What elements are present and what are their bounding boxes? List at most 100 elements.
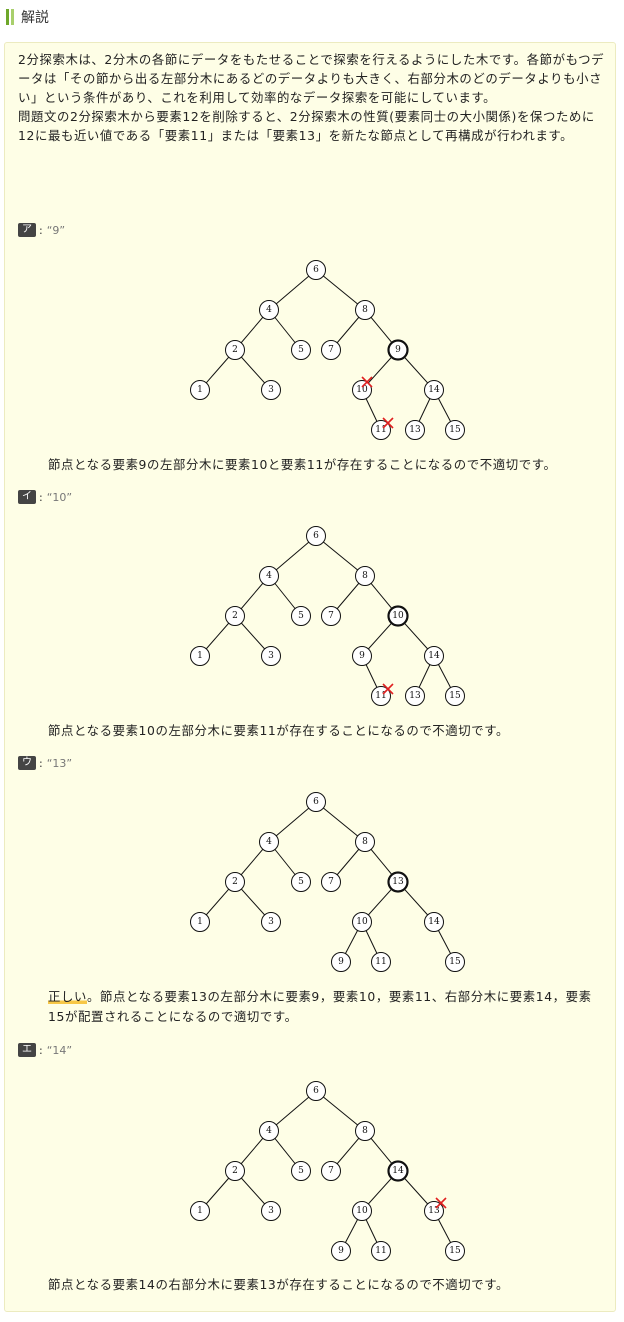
explanation-panel <box>4 42 616 1312</box>
tree-node: 8 <box>355 566 375 586</box>
choice-colon: : <box>39 223 43 237</box>
intro-paragraph: 問題文の2分探索木から要素12を削除すると、2分探索木の性質(要素同士の大小関係… <box>18 109 595 143</box>
tree-node: 5 <box>291 872 311 892</box>
svg-text:6: 6 <box>313 265 319 275</box>
svg-text:4: 4 <box>266 837 272 847</box>
tree-diagram-a: 6 4 8 2 5 7 9 1 3 10 14 11 13 15 <box>190 260 465 440</box>
svg-text:6: 6 <box>313 797 319 807</box>
svg-text:9: 9 <box>395 345 401 355</box>
svg-text:3: 3 <box>268 917 274 927</box>
choice-caption-i: 節点となる要素10の左部分木に要素11が存在することになるので不適切です。 <box>48 721 608 741</box>
cross-mark-icon <box>435 1197 447 1209</box>
tree-node: 1 <box>190 1201 210 1221</box>
tree-node: 3 <box>261 380 281 400</box>
section-header: 解説 <box>6 6 49 28</box>
tree-node: 5 <box>291 340 311 360</box>
choice-badge: イ <box>18 490 36 504</box>
svg-text:14: 14 <box>428 917 440 927</box>
svg-text:2: 2 <box>232 877 238 887</box>
svg-text:7: 7 <box>328 1166 334 1176</box>
tree-node: 14 <box>424 646 444 666</box>
svg-text:14: 14 <box>428 385 440 395</box>
tree-node: 6 <box>306 792 326 812</box>
svg-text:3: 3 <box>268 651 274 661</box>
caption-highlight: 正しい <box>48 989 87 1004</box>
svg-text:8: 8 <box>362 837 368 847</box>
tree-node: 15 <box>445 420 465 440</box>
choice-value: “13” <box>46 756 73 770</box>
svg-text:10: 10 <box>356 385 368 395</box>
caption-text: 節点となる要素10の左部分木に要素11が存在することになるので不適切です。 <box>48 723 510 738</box>
svg-text:1: 1 <box>197 1206 203 1216</box>
svg-text:14: 14 <box>392 1166 404 1176</box>
choice-value: “14” <box>46 1043 73 1057</box>
intro-text: 2分探索木は、2分木の各節にデータをもたせることで探索を行えるようにした木です。… <box>18 50 610 145</box>
svg-text:2: 2 <box>232 345 238 355</box>
tree-node: 7 <box>321 606 341 626</box>
svg-text:1: 1 <box>197 651 203 661</box>
tree-node: 6 <box>306 260 326 280</box>
tree-node: 10 <box>352 912 372 932</box>
tree-node: 3 <box>261 1201 281 1221</box>
svg-text:13: 13 <box>392 877 404 887</box>
tree-node: 3 <box>261 912 281 932</box>
svg-text:13: 13 <box>428 1206 440 1216</box>
choice-label-e: エ : “14” <box>18 1043 72 1057</box>
tree-node: 11 <box>371 952 391 972</box>
svg-text:2: 2 <box>232 1166 238 1176</box>
tree-node: 8 <box>355 832 375 852</box>
svg-text:4: 4 <box>266 1126 272 1136</box>
choice-label-u: ウ : “13” <box>18 756 72 770</box>
tree-node: 10 <box>352 1201 372 1221</box>
tree-node-root-bold: 10 <box>387 605 409 627</box>
svg-text:15: 15 <box>449 425 461 435</box>
tree-node: 10 <box>352 380 372 400</box>
tree-node: 8 <box>355 1121 375 1141</box>
tree-node: 3 <box>261 646 281 666</box>
svg-text:8: 8 <box>362 1126 368 1136</box>
tree-node: 15 <box>445 952 465 972</box>
svg-text:5: 5 <box>298 611 304 621</box>
tree-node: 2 <box>225 1161 245 1181</box>
choice-caption-a: 節点となる要素9の左部分木に要素10と要素11が存在することになるので不適切です… <box>48 455 608 475</box>
tree-node: 14 <box>424 912 444 932</box>
choice-colon: : <box>39 490 43 504</box>
choice-caption-u: 正しい。節点となる要素13の左部分木に要素9，要素10，要素11、右部分木に要素… <box>48 987 608 1027</box>
svg-text:13: 13 <box>409 425 421 435</box>
svg-text:6: 6 <box>313 531 319 541</box>
header-accent-bar-light <box>11 9 14 25</box>
tree-diagram-e: 6 4 8 2 5 7 14 1 3 10 13 9 11 15 <box>190 1081 465 1261</box>
caption-text: 節点となる要素14の右部分木に要素13が存在することになるので不適切です。 <box>48 1277 510 1292</box>
svg-text:11: 11 <box>375 691 386 701</box>
header-accent-bar <box>6 9 9 25</box>
svg-text:11: 11 <box>375 425 386 435</box>
tree-diagram-u: 6 4 8 2 5 7 13 1 3 10 14 9 11 15 <box>190 792 465 972</box>
svg-text:3: 3 <box>268 1206 274 1216</box>
tree-node: 13 <box>405 420 425 440</box>
svg-text:1: 1 <box>197 385 203 395</box>
tree-node: 4 <box>259 1121 279 1141</box>
tree-node: 4 <box>259 566 279 586</box>
tree-node: 1 <box>190 646 210 666</box>
tree-node-root-bold: 9 <box>387 339 409 361</box>
tree-node: 4 <box>259 832 279 852</box>
cross-mark-icon <box>382 683 394 695</box>
caption-text: 節点となる要素9の左部分木に要素10と要素11が存在することになるので不適切です… <box>48 457 557 472</box>
svg-text:9: 9 <box>338 1246 344 1256</box>
svg-text:5: 5 <box>298 877 304 887</box>
intro-paragraph: 2分探索木は、2分木の各節にデータをもたせることで探索を行えるようにした木です。… <box>18 52 605 105</box>
svg-text:10: 10 <box>392 611 404 621</box>
svg-text:8: 8 <box>362 571 368 581</box>
tree-node: 6 <box>306 1081 326 1101</box>
tree-node: 2 <box>225 606 245 626</box>
tree-node: 1 <box>190 912 210 932</box>
svg-text:9: 9 <box>338 957 344 967</box>
svg-text:11: 11 <box>375 1246 386 1256</box>
choice-value: “10” <box>46 490 73 504</box>
svg-text:5: 5 <box>298 1166 304 1176</box>
tree-node: 15 <box>445 686 465 706</box>
choice-badge: ア <box>18 223 36 237</box>
tree-node: 9 <box>352 646 372 666</box>
cross-mark-icon <box>361 376 373 388</box>
choice-colon: : <box>39 1043 43 1057</box>
